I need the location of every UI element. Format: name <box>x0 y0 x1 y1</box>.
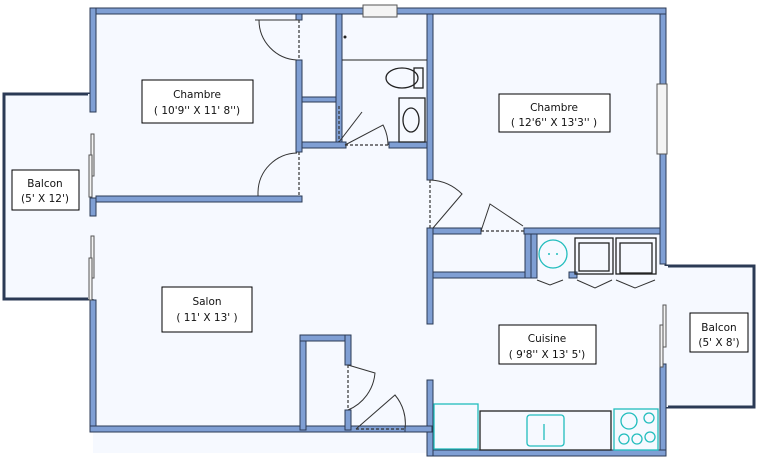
room-size: ( 10'9'' X 11' 8'') <box>154 105 240 117</box>
stove-icon <box>613 408 659 451</box>
sliding-door-left-4 <box>88 257 93 301</box>
room-label-chambre-2: Chambre ( 12'6'' X 13'3'' ) <box>498 93 611 133</box>
room-label-cuisine: Cuisine ( 9'8'' X 13' 5') <box>498 324 597 365</box>
sliding-door-right-2 <box>659 324 664 368</box>
room-name: Chambre <box>173 89 221 101</box>
toilet-icon <box>385 67 424 89</box>
room-size: ( 12'6'' X 13'3'' ) <box>511 117 597 129</box>
room-name: Balcon <box>701 322 736 334</box>
sink-icon <box>526 414 565 447</box>
counter <box>479 410 612 451</box>
dryer-icon <box>615 237 657 275</box>
refrigerator-icon <box>433 403 479 450</box>
room-name: Chambre <box>530 102 578 114</box>
room-label-salon: Salon ( 11' X 13' ) <box>161 286 253 333</box>
washer-icon <box>574 237 614 275</box>
window-top <box>362 4 398 18</box>
room-label-balcon-left: Balcon (5' X 12') <box>11 169 80 211</box>
bathtub-icon <box>398 97 426 143</box>
room-size: ( 9'8'' X 13' 5') <box>509 349 586 361</box>
room-label-chambre-1: Chambre ( 10'9'' X 11' 8'') <box>141 79 254 124</box>
room-label-balcon-right: Balcon (5' X 8') <box>689 312 749 353</box>
room-name: Cuisine <box>528 333 566 345</box>
doors <box>255 19 656 430</box>
room-size: (5' X 12') <box>21 193 69 205</box>
faucet-icon <box>343 35 347 39</box>
window-chambre-2 <box>656 83 668 155</box>
room-size: ( 11' X 13' ) <box>176 312 237 324</box>
water-heater-icon <box>538 239 568 269</box>
sliding-door-left-2 <box>88 154 93 198</box>
room-name: Balcon <box>27 178 62 190</box>
room-name: Salon <box>192 296 221 308</box>
room-size: (5' X 8') <box>698 337 739 349</box>
